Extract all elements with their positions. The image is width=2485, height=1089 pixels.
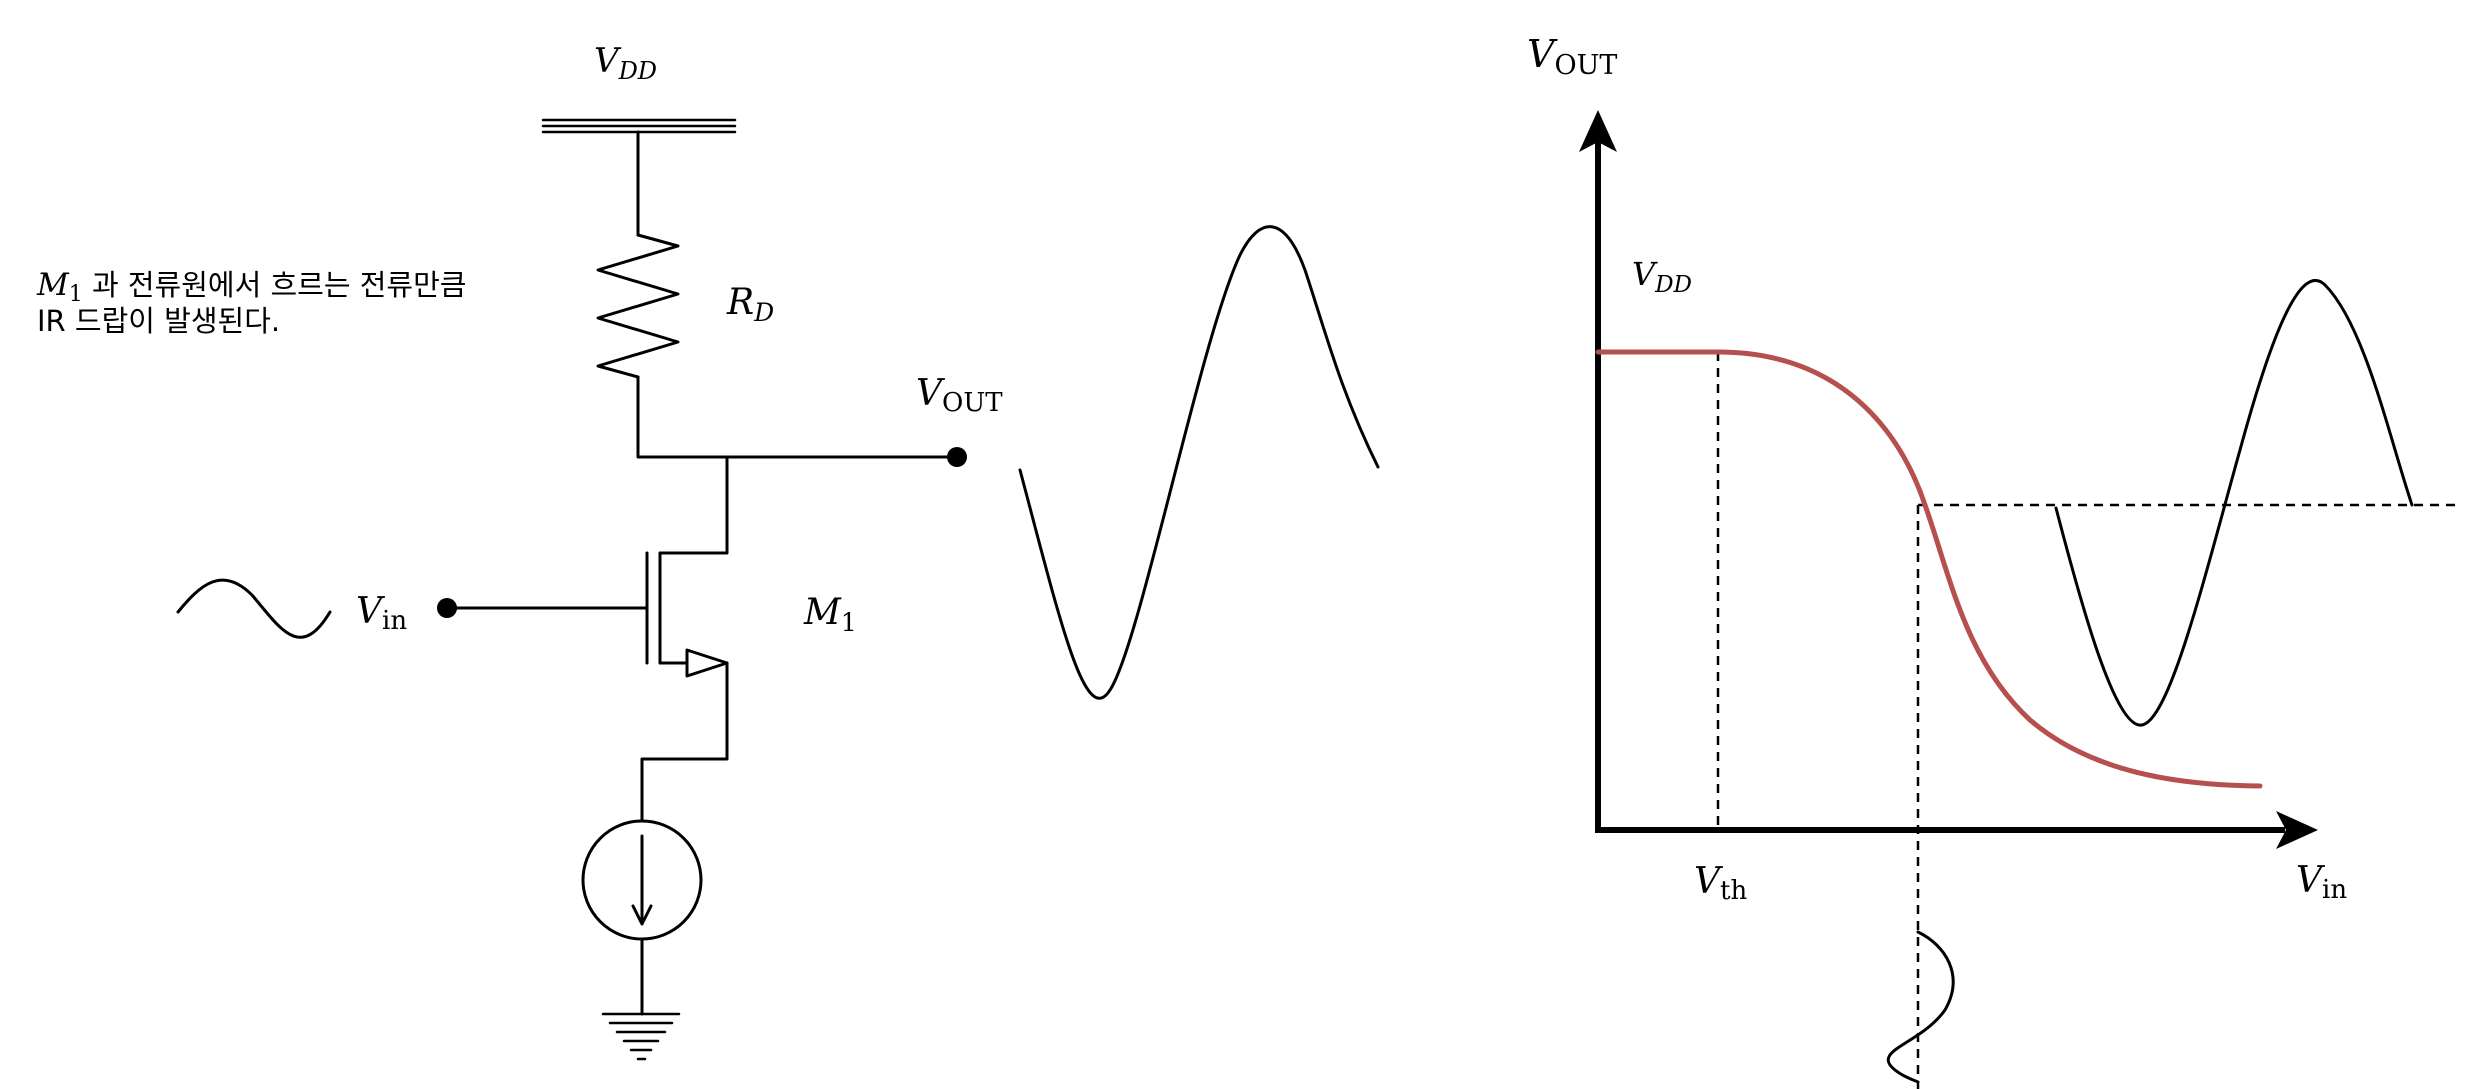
input-swing-wave xyxy=(1886,930,1955,1084)
ir-drop-note-line1: M1 과 전류원에서 흐르는 전류만큼 xyxy=(36,267,466,307)
wire-drain xyxy=(658,455,729,555)
output-swing-wave xyxy=(2054,278,2414,727)
y-axis-label: VOUT xyxy=(1527,32,1617,81)
x-axis-label: Vin xyxy=(2296,860,2347,905)
y-axis-arrow xyxy=(1579,110,1617,152)
vdd-level-label: VDD xyxy=(1632,255,1692,298)
vout-label: VOUT xyxy=(916,373,1003,418)
transfer-characteristic: VOUT Vin VDD Vth xyxy=(1527,32,2460,1089)
ir-drop-note-line2: IR 드랍이 발생된다. xyxy=(37,304,280,338)
input-sine-wave xyxy=(176,578,332,639)
rd-label: RD xyxy=(726,282,774,327)
transfer-curve xyxy=(1595,349,2263,789)
resistor-rd xyxy=(596,233,680,379)
vin-terminal xyxy=(437,598,457,618)
output-sine-wave xyxy=(1018,225,1380,700)
ground-symbol xyxy=(601,1012,681,1061)
m1-label: M1 xyxy=(803,592,857,637)
vin-label: Vin xyxy=(356,591,407,636)
vth-label: Vth xyxy=(1694,861,1747,906)
x-axis-arrow xyxy=(2276,811,2318,849)
vdd-label: VDD xyxy=(594,41,657,85)
vdd-rail xyxy=(541,118,737,134)
wire-source xyxy=(640,661,729,823)
current-source xyxy=(581,819,703,941)
vout-terminal xyxy=(947,447,967,467)
transistor-m1 xyxy=(645,551,729,678)
wire-resistor-output xyxy=(636,375,729,459)
circuit-schematic: VDD RD VOUT M1 V xyxy=(36,41,1380,1061)
